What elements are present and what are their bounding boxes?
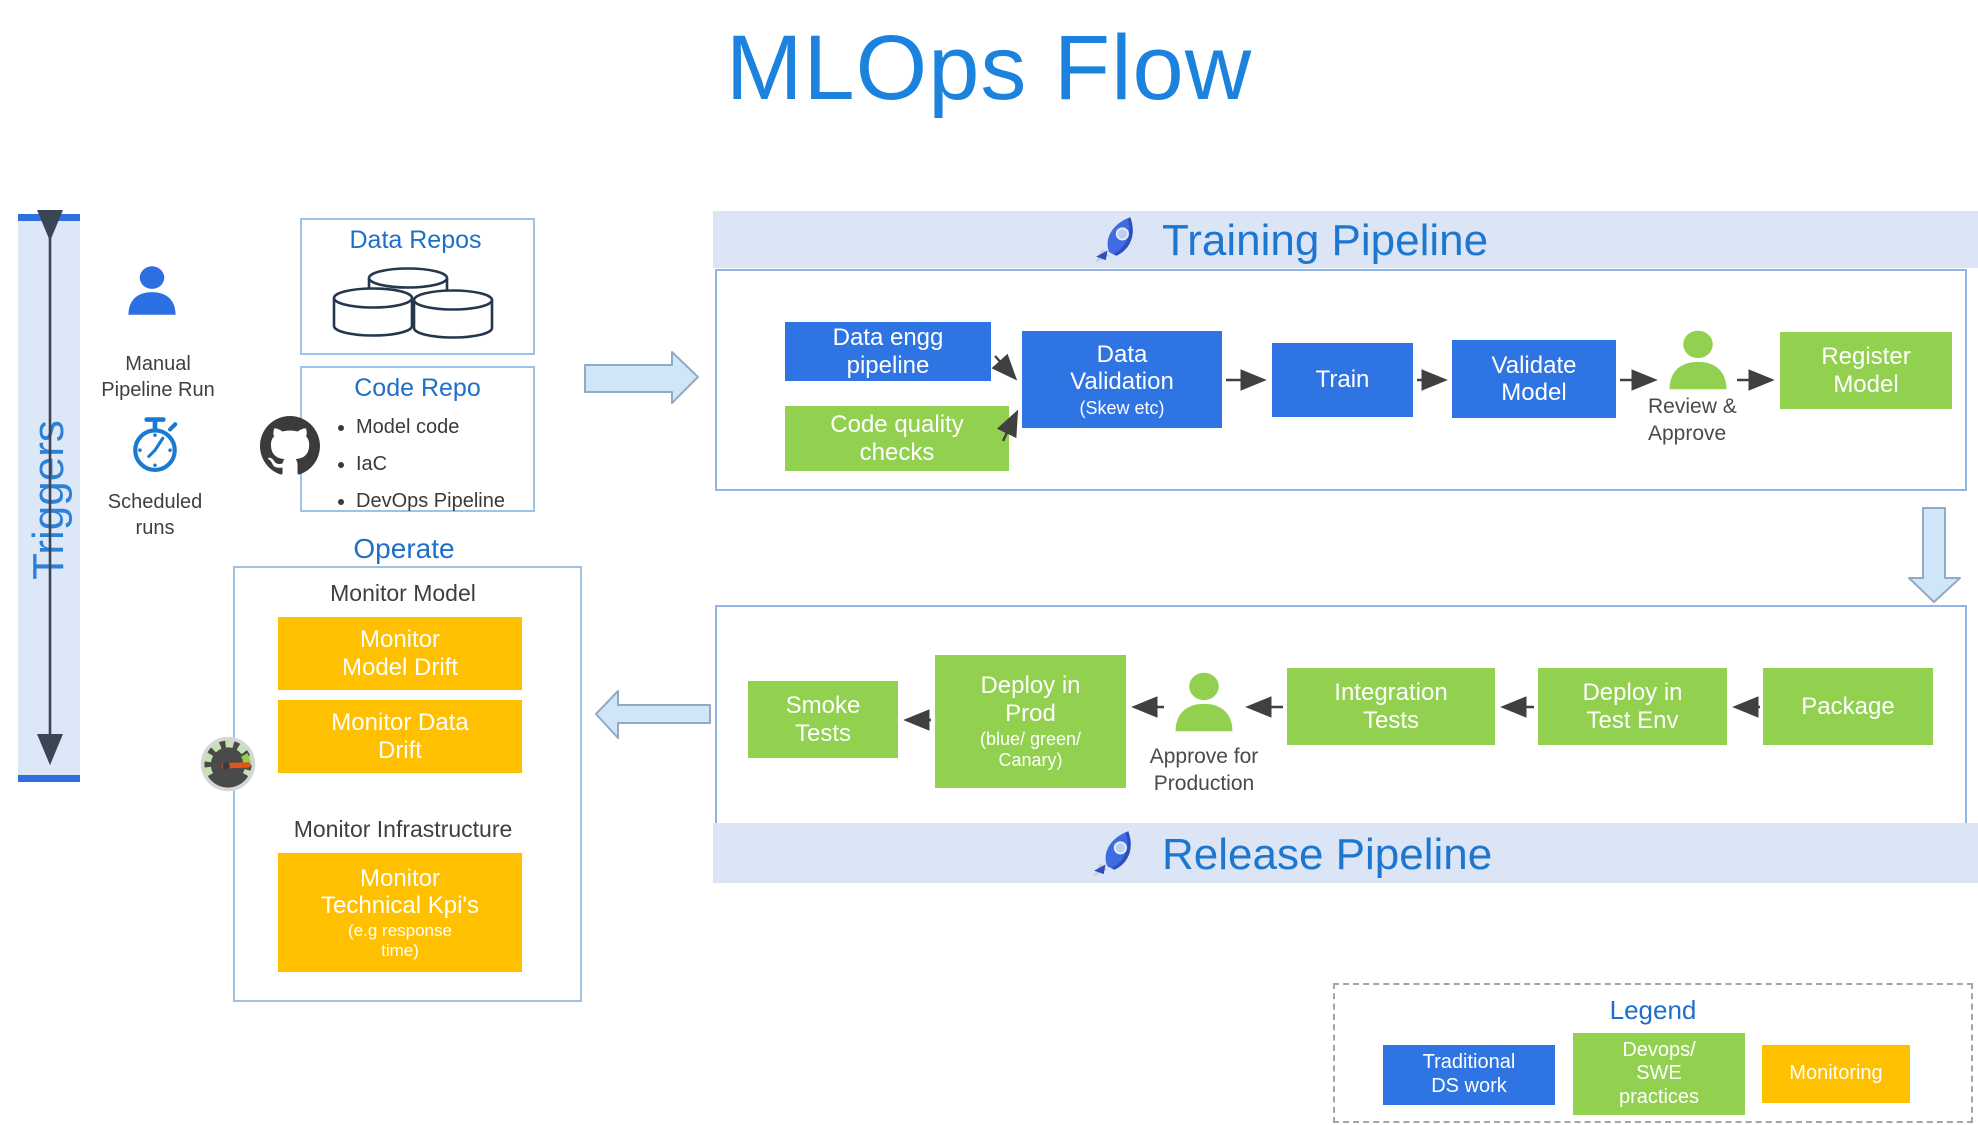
- data-validation-box: Data Validation (Skew etc): [1022, 331, 1222, 428]
- release-pipeline-band: [713, 823, 1978, 883]
- database-icon: [332, 267, 494, 339]
- repos-to-training-arrow: [584, 351, 699, 404]
- code-repo-frame: Code Repo Model code IaC DevOps Pipeline: [300, 366, 535, 512]
- monitor-data-drift-box: Monitor Data Drift: [278, 700, 522, 773]
- legend: Legend Traditional DS work Devops/ SWE p…: [1333, 983, 1973, 1123]
- deploy-in-test-env-label: Deploy in Test Env: [1582, 679, 1683, 734]
- legend-item-traditional-ds: Traditional DS work: [1383, 1045, 1555, 1105]
- deploy-in-prod-sublabel: (blue/ green/ Canary): [979, 729, 1082, 770]
- person-icon: [1669, 330, 1727, 390]
- scheduled-runs-label: Scheduled runs: [107, 491, 203, 539]
- integration-tests-box: Integration Tests: [1287, 668, 1495, 745]
- rocket-icon: [1095, 217, 1133, 263]
- legend-item-label: Monitoring: [1789, 1062, 1883, 1085]
- data-engg-pipeline-box: Data engg pipeline: [785, 322, 991, 381]
- validate-model-label: Validate Model: [1491, 351, 1577, 406]
- legend-item-devops-swe: Devops/ SWE practices: [1573, 1033, 1745, 1115]
- rocket-icon: [1093, 831, 1131, 877]
- integration-tests-label: Integration Tests: [1334, 679, 1448, 734]
- data-validation-sublabel: (Skew etc): [1079, 397, 1165, 418]
- stopwatch-icon: [133, 417, 178, 472]
- deploy-in-prod-label: Deploy in Prod: [980, 672, 1081, 727]
- data-validation-label: Data Validation: [1070, 340, 1174, 396]
- monitor-model-heading: Monitor Model: [330, 580, 476, 606]
- smoke-tests-label: Smoke Tests: [785, 692, 861, 747]
- code-repo-bullet-list: Model code IaC DevOps Pipeline: [338, 409, 533, 520]
- package-label: Package: [1801, 692, 1895, 720]
- code-quality-checks-label: Code quality checks: [830, 411, 964, 466]
- page-title: MLOps Flow: [725, 17, 1253, 119]
- code-quality-checks-box: Code quality checks: [785, 406, 1009, 471]
- monitor-infrastructure-heading: Monitor Infrastructure: [293, 816, 513, 842]
- legend-item-label: Traditional DS work: [1422, 1051, 1516, 1097]
- gauge-icon: [200, 736, 256, 792]
- triggers-label: Triggers: [24, 420, 73, 580]
- manual-pipeline-run-label: Manual Pipeline Run: [101, 353, 215, 401]
- legend-item-monitoring: Monitoring: [1762, 1045, 1910, 1103]
- monitor-data-drift-label: Monitor Data Drift: [331, 709, 469, 764]
- register-model-label: Register Model: [1821, 343, 1911, 398]
- code-repo-bullet: IaC: [356, 446, 533, 483]
- data-repos-title: Data Repos: [349, 226, 482, 254]
- monitor-technical-kpis-box: Monitor Technical Kpi's (e.g response ti…: [278, 853, 522, 972]
- deploy-in-prod-box: Deploy in Prod (blue/ green/ Canary): [935, 655, 1126, 788]
- legend-item-label: Devops/ SWE practices: [1618, 1038, 1700, 1108]
- github-icon: [260, 416, 320, 475]
- legend-title: Legend: [1609, 995, 1697, 1025]
- data-engg-pipeline-label: Data engg pipeline: [832, 324, 944, 379]
- train-box: Train: [1272, 343, 1413, 417]
- training-pipeline-heading: Training Pipeline: [1162, 216, 1489, 265]
- code-repo-bullet: Model code: [356, 409, 533, 446]
- deploy-in-test-env-box: Deploy in Test Env: [1538, 668, 1727, 745]
- monitor-model-drift-box: Monitor Model Drift: [278, 617, 522, 690]
- training-pipeline-band: [713, 211, 1978, 268]
- package-box: Package: [1763, 668, 1933, 745]
- validate-model-box: Validate Model: [1452, 340, 1616, 418]
- monitor-technical-kpis-label: Monitor Technical Kpi's: [321, 864, 479, 919]
- training-to-release-arrow: [1908, 507, 1961, 603]
- release-pipeline-heading: Release Pipeline: [1162, 830, 1493, 879]
- operate-title: Operate: [353, 533, 455, 564]
- release-to-operate-arrow: [595, 690, 711, 739]
- review-approve-label: Review & Approve: [1648, 395, 1737, 445]
- monitor-model-drift-label: Monitor Model Drift: [341, 626, 459, 681]
- code-repo-title: Code Repo: [354, 374, 481, 402]
- monitor-technical-kpis-sublabel: (e.g response time): [348, 921, 452, 960]
- person-icon: [1175, 672, 1233, 732]
- person-icon: [128, 266, 176, 315]
- code-repo-bullet: DevOps Pipeline: [356, 483, 533, 520]
- approve-for-production-label: Approve for Production: [1149, 745, 1259, 795]
- train-label: Train: [1315, 366, 1370, 394]
- smoke-tests-box: Smoke Tests: [748, 681, 898, 758]
- register-model-box: Register Model: [1780, 332, 1952, 409]
